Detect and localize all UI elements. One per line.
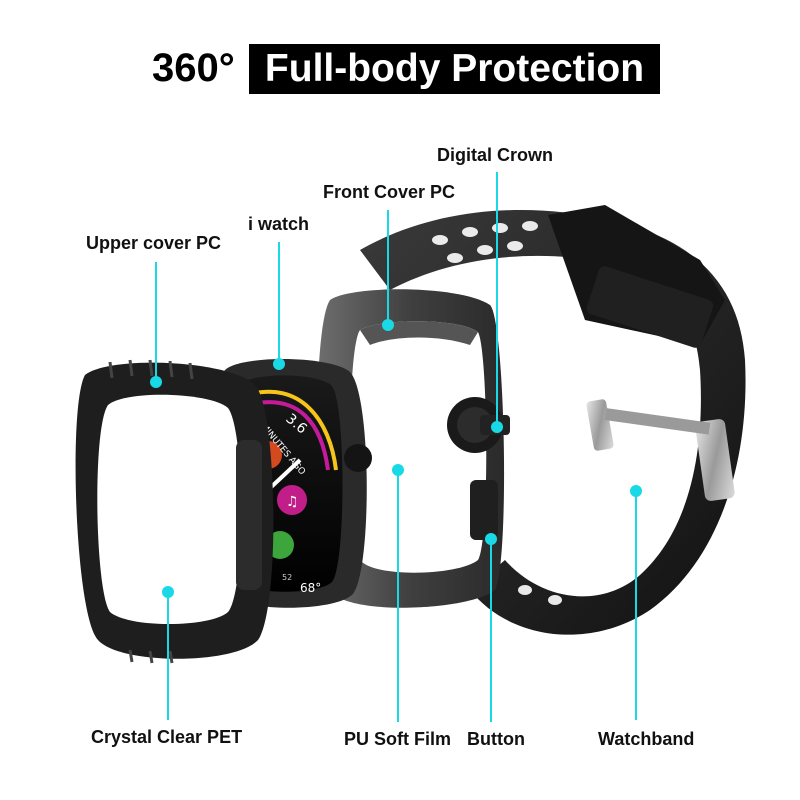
label-digital-crown: Digital Crown [437,145,553,165]
watch-small-readout: 52 [282,573,292,582]
callout-crystal-clear [162,586,174,720]
callout-front-cover [382,210,394,331]
watch-temperature: 68° [300,581,321,595]
label-pu-film: PU Soft Film [344,729,451,749]
label-button: Button [467,729,525,749]
callout-upper-cover [150,262,162,388]
label-watchband: Watchband [598,729,695,749]
label-front-cover: Front Cover PC [323,182,456,202]
watchband-graphic [360,205,746,635]
callout-button [485,533,497,722]
callout-lines [150,172,642,722]
title-prefix: 360° [152,46,235,90]
callout-i-watch [273,242,285,370]
callout-pu-film [392,464,404,722]
label-i-watch: i watch [248,214,310,234]
callout-digital-crown [491,172,503,433]
callout-watchband [630,485,642,720]
label-upper-cover: Upper cover PC [86,233,222,253]
svg-text:♫: ♫ [286,494,299,510]
upper-cover-graphic [75,359,274,664]
title-highlight: Full-body Protection [249,44,660,94]
label-crystal-clear: Crystal Clear PET [91,727,243,747]
